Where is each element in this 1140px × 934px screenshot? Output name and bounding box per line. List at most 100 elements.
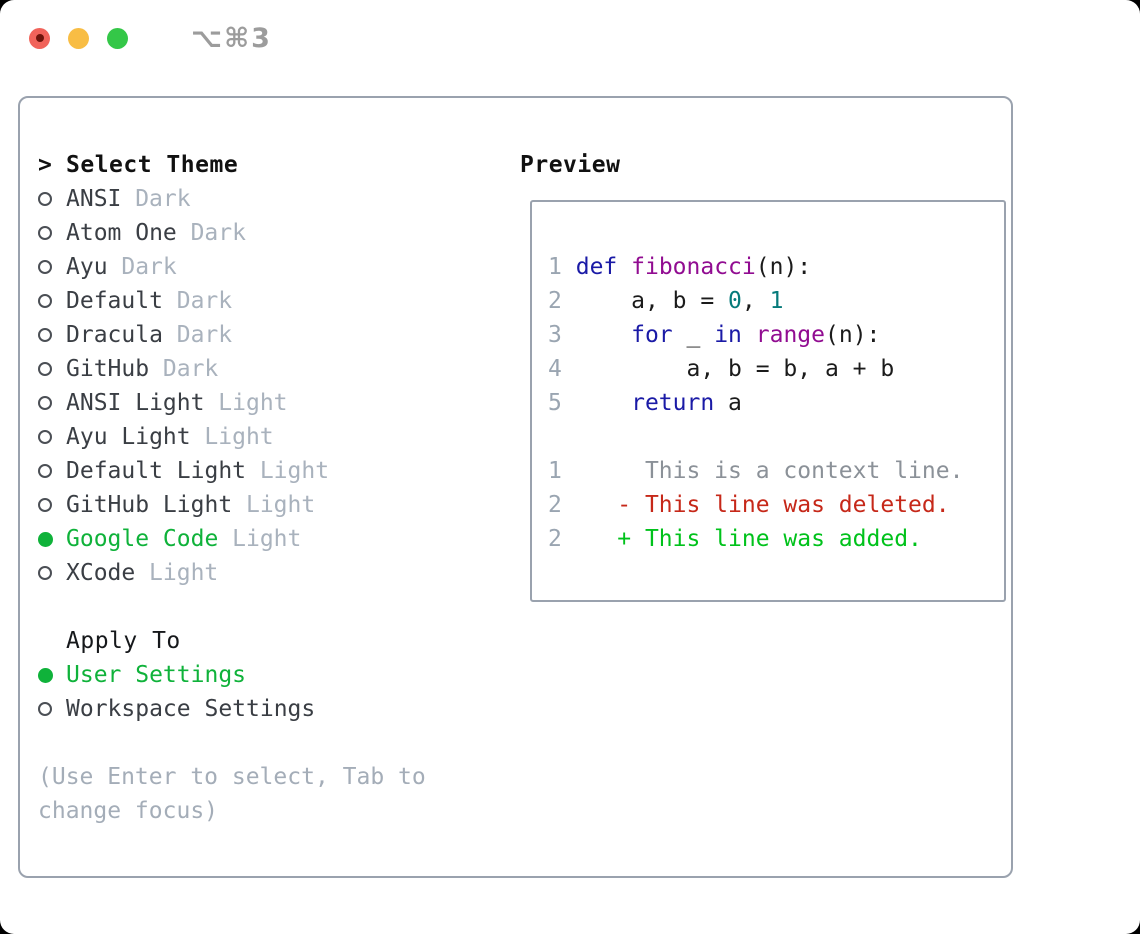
theme-name: GitHub <box>66 356 150 382</box>
diff-text-context: This is a context line. <box>617 458 964 484</box>
preview-code-box: 1 def fibonacci(n): 2 a, b = 0, 1 3 for _ … <box>530 200 1006 602</box>
token-fn: fibonacci <box>631 254 756 280</box>
line-number: 1 <box>548 254 562 280</box>
radio-column <box>38 430 66 444</box>
line-number: 2 <box>548 526 562 552</box>
radio-icon <box>38 702 52 716</box>
theme-name: GitHub Light <box>66 492 233 518</box>
radio-column <box>38 702 66 716</box>
token-pl: , <box>741 288 770 314</box>
apply-option-user-settings[interactable]: User Settings <box>38 658 478 692</box>
radio-icon <box>38 328 52 342</box>
apply-option-label: User Settings <box>66 662 247 688</box>
token-pl: (n): <box>755 254 812 280</box>
radio-column <box>38 362 66 376</box>
theme-variant: Dark <box>176 322 233 348</box>
theme-variant: Dark <box>162 356 219 382</box>
radio-icon <box>38 226 52 240</box>
token-num: 0 <box>728 288 742 314</box>
diff-text-deleted: - This line was deleted. <box>617 492 950 518</box>
zoom-button[interactable] <box>107 27 128 49</box>
theme-name: Default <box>66 288 163 314</box>
theme-option-github[interactable]: GitHub Dark <box>38 352 478 386</box>
line-number: 5 <box>548 390 562 416</box>
token-kw: return <box>631 390 715 416</box>
minimize-button[interactable] <box>68 27 89 49</box>
diff-line-context: 1 This is a context line. <box>548 454 1004 488</box>
help-text: (Use Enter to select, Tab to change focu… <box>38 764 426 824</box>
diff-line-deleted: 2 - This line was deleted. <box>548 488 1004 522</box>
token-kw: for <box>631 322 673 348</box>
theme-option-atom-one[interactable]: Atom One Dark <box>38 216 478 250</box>
token-pl <box>742 322 756 348</box>
preview-column: Preview 1 def fibonacci(n):2 a, b = 0, 1… <box>500 148 1006 602</box>
apply-option-label: Workspace Settings <box>66 696 316 722</box>
focus-prompt-icon: > <box>38 152 52 178</box>
radio-icon <box>38 192 52 206</box>
code-line: 3 for _ in range(n): <box>548 318 1004 352</box>
radio-column <box>38 531 66 547</box>
token-fn: range <box>755 322 826 348</box>
line-number: 2 <box>548 288 562 314</box>
theme-variant: Light <box>245 492 316 518</box>
radio-icon <box>38 362 52 376</box>
theme-option-xcode[interactable]: XCode Light <box>38 556 478 590</box>
theme-name: Google Code <box>66 526 219 552</box>
apply-to-title: Apply To <box>66 628 181 654</box>
theme-variant: Light <box>149 560 219 586</box>
apply-to-header: Apply To <box>38 624 478 658</box>
token-pl: _ <box>672 322 715 348</box>
token-pl: a, b = <box>575 288 729 314</box>
theme-name: XCode <box>66 560 136 586</box>
theme-variant: Light <box>204 424 274 450</box>
radio-icon <box>38 294 52 308</box>
token-kw: def <box>575 254 618 280</box>
titlebar: ⌥⌘3 <box>0 0 1140 76</box>
radio-icon <box>38 396 52 410</box>
token-pl: (n): <box>825 322 881 348</box>
radio-selected-icon <box>38 667 53 683</box>
radio-column <box>38 328 66 342</box>
token-pl: a, b = b, a + b <box>575 356 895 382</box>
theme-name: Atom One <box>66 220 177 246</box>
line-number: 2 <box>548 492 562 518</box>
theme-variant: Dark <box>135 186 191 212</box>
radio-column <box>38 667 66 683</box>
select-theme-title: Select Theme <box>66 152 239 178</box>
theme-name: ANSI Light <box>66 390 205 416</box>
theme-variant: Light <box>259 458 330 484</box>
spacer <box>38 726 478 760</box>
radio-selected-icon <box>38 531 53 547</box>
apply-option-workspace-settings[interactable]: Workspace Settings <box>38 692 478 726</box>
radio-column <box>38 192 66 206</box>
close-button[interactable] <box>29 27 50 49</box>
theme-option-github-light[interactable]: GitHub Light Light <box>38 488 478 522</box>
theme-name: Ayu <box>66 254 108 280</box>
theme-option-ansi[interactable]: ANSI Dark <box>38 182 478 216</box>
token-pl <box>617 254 631 280</box>
theme-option-ansi-light[interactable]: ANSI Light Light <box>38 386 478 420</box>
radio-icon <box>38 260 52 274</box>
radio-column <box>38 294 66 308</box>
token-kw: in <box>714 322 742 348</box>
spacer <box>38 590 478 624</box>
theme-variant: Light <box>218 390 288 416</box>
line-number: 4 <box>548 356 562 382</box>
code-line: 1 def fibonacci(n): <box>548 250 1004 284</box>
radio-column <box>38 226 66 240</box>
radio-column <box>38 498 66 512</box>
theme-variant: Dark <box>190 220 246 246</box>
code-line: 5 return a <box>548 386 1004 420</box>
window-title: ⌥⌘3 <box>191 22 272 54</box>
theme-name: ANSI <box>66 186 122 212</box>
